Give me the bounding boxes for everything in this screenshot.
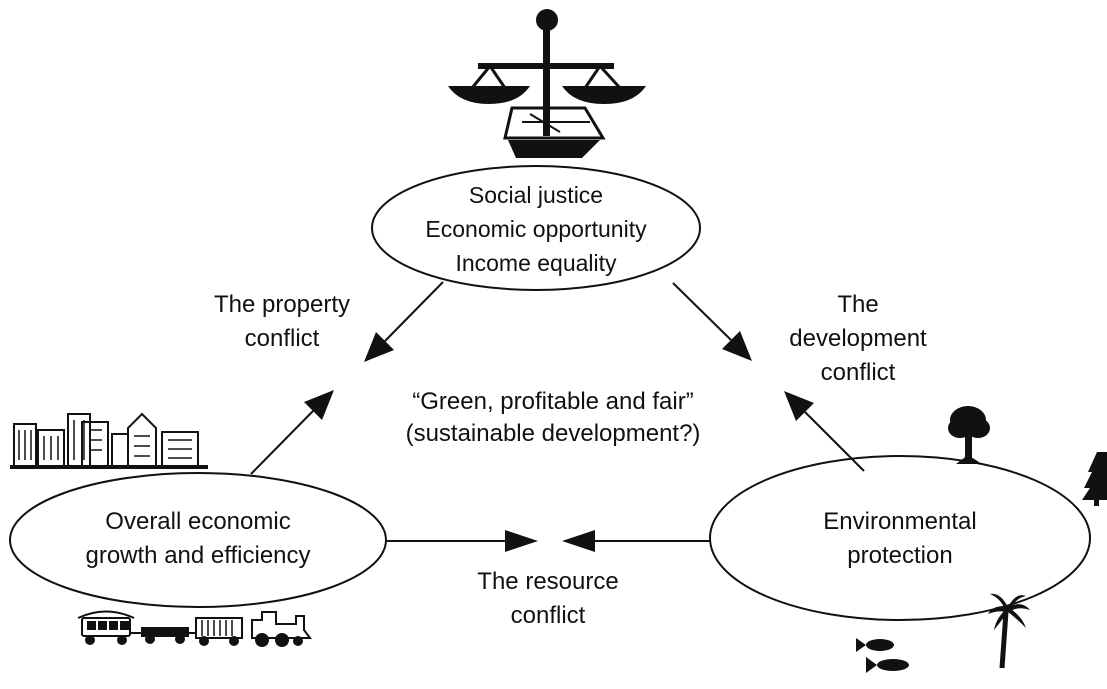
development-conflict-line-3: conflict: [820, 359, 896, 386]
social-justice-ellipse: [371, 165, 701, 291]
property-conflict-line-1: The property: [213, 291, 351, 318]
social-justice-line-1: Social justice: [468, 182, 604, 208]
development-conflict-arrow-down: [672, 282, 752, 361]
fish-icon: [856, 638, 909, 673]
scales-of-justice-icon: [448, 9, 646, 158]
environmental-protection-line-2: protection: [847, 542, 953, 569]
resource-conflict-arrow-right: [387, 530, 538, 552]
environmental-protection-label: Environmental protection: [770, 505, 1030, 573]
economic-growth-ellipse: [9, 472, 387, 608]
city-buildings-icon: [10, 412, 208, 469]
resource-conflict-line-1: The resource: [477, 568, 619, 595]
property-conflict-arrow-down: [364, 281, 444, 362]
social-justice-line-3: Income equality: [455, 250, 617, 276]
resource-conflict-arrow-left: [562, 530, 710, 552]
economic-growth-line-1: Overall economic: [105, 508, 291, 535]
social-justice-label: Social justice Economic opportunity Inco…: [386, 178, 686, 280]
property-conflict-arrow-up: [250, 390, 334, 475]
social-justice-line-2: Economic opportunity: [425, 216, 647, 242]
development-conflict-label: The development conflict: [758, 288, 958, 390]
train-icon: [77, 610, 312, 647]
resource-conflict-label: The resource conflict: [448, 565, 648, 633]
development-conflict-line-2: development: [789, 325, 927, 352]
sustainable-development-line-2: (sustainable development?): [405, 420, 701, 447]
tree-icon: [948, 406, 990, 464]
palm-tree-icon: [988, 593, 1030, 669]
resource-conflict-line-2: conflict: [510, 602, 586, 629]
pine-tree-icon: [1082, 452, 1107, 506]
environmental-protection-line-1: Environmental: [823, 508, 977, 535]
sustainable-development-line-1: “Green, profitable and fair”: [412, 388, 694, 415]
economic-growth-label: Overall economic growth and efficiency: [48, 505, 348, 573]
property-conflict-line-2: conflict: [244, 325, 320, 352]
property-conflict-label: The property conflict: [182, 288, 382, 356]
development-conflict-line-1: The: [837, 291, 879, 318]
sustainable-development-label: “Green, profitable and fair” (sustainabl…: [360, 386, 746, 450]
development-conflict-arrow-up: [784, 391, 865, 472]
economic-growth-line-2: growth and efficiency: [85, 542, 311, 569]
environmental-protection-ellipse: [709, 455, 1091, 621]
